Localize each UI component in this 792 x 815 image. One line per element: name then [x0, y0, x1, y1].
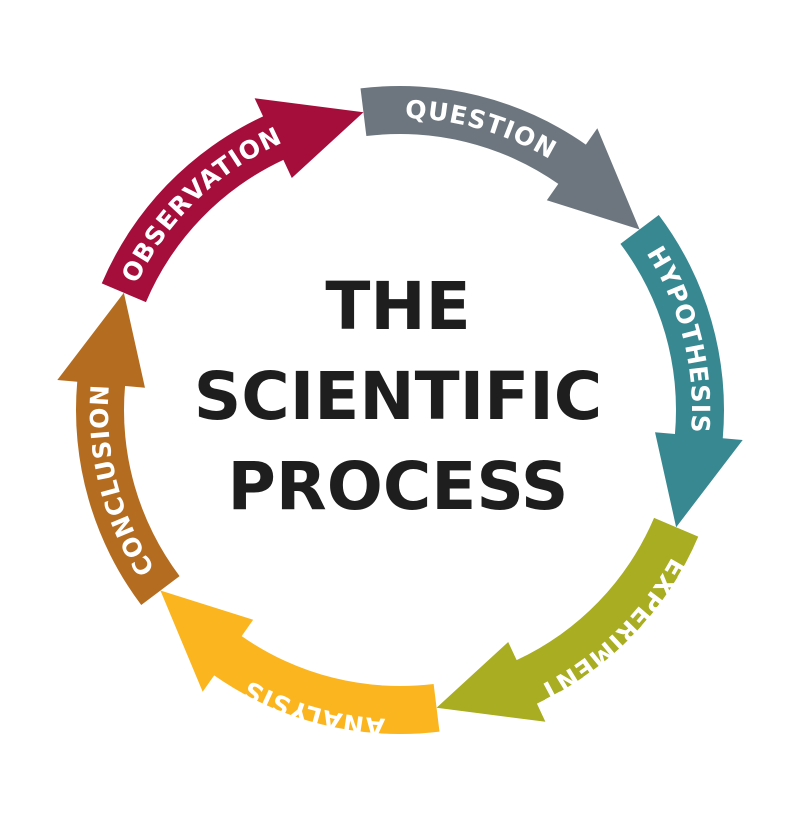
center-title: THE SCIENTIFIC PROCESS [194, 268, 603, 525]
cycle-arrows [57, 86, 743, 734]
label-experiment: EXPERIMENT [534, 554, 692, 708]
arrow-observation [101, 98, 364, 303]
arrow-question [360, 86, 640, 230]
label-text-observation: OBSERVATION [116, 121, 286, 287]
center-title-line-1: THE [325, 268, 470, 345]
arrow-experiment [436, 517, 699, 722]
label-text-experiment: EXPERIMENT [534, 554, 691, 708]
arrow-analysis [160, 590, 440, 734]
arrow-conclusion [57, 292, 180, 605]
arrow-hypothesis [620, 215, 743, 528]
center-title-line-2: SCIENTIFIC [194, 358, 603, 435]
center-title-line-3: PROCESS [228, 448, 569, 525]
label-observation: OBSERVATION [116, 121, 287, 287]
